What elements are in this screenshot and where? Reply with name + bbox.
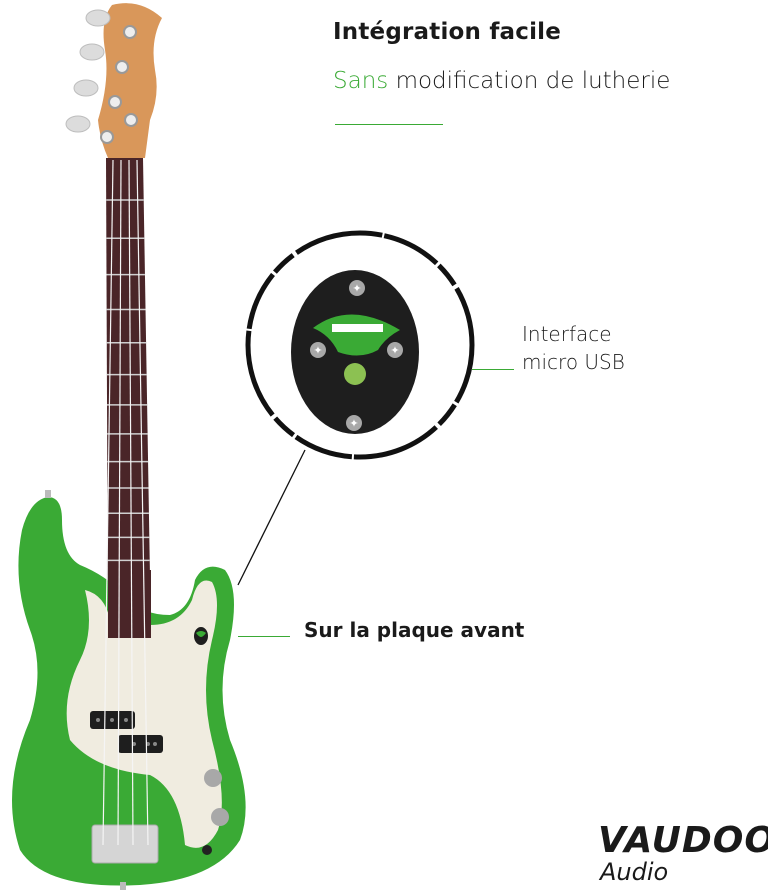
svg-text:✦: ✦ — [352, 282, 361, 295]
tuning-pegs — [65, 9, 111, 133]
usb-module-detail — [291, 270, 419, 434]
usb-callout: Interface micro USB — [522, 320, 625, 376]
headstock — [98, 3, 162, 159]
pickups — [90, 711, 163, 753]
control-knobs — [202, 769, 229, 855]
heading-subtitle: Sans modification de lutherie — [333, 68, 670, 94]
bridge — [91, 824, 159, 864]
heading-title: Intégration facile — [333, 19, 562, 45]
subtitle-accent: Sans — [333, 68, 389, 94]
usb-callout-line2: micro USB — [522, 350, 625, 374]
usb-callout-line1: Interface — [522, 322, 612, 346]
svg-text:✦: ✦ — [349, 417, 358, 430]
divider — [335, 124, 443, 125]
subtitle-rest: modification de lutherie — [388, 68, 671, 94]
plate-callout-line — [238, 636, 290, 637]
vaudoo-logo: VAUDOO Audio — [598, 820, 768, 886]
plate-callout: Sur la plaque avant — [304, 618, 525, 642]
svg-text:✦: ✦ — [313, 344, 322, 357]
strings — [102, 159, 149, 846]
logo-brand: VAUDOO — [598, 820, 768, 861]
screw-icons — [310, 280, 403, 431]
logo-sub: Audio — [600, 858, 669, 886]
fretboard — [106, 158, 151, 638]
svg-text:✦: ✦ — [390, 344, 399, 357]
usb-callout-line — [472, 369, 514, 370]
